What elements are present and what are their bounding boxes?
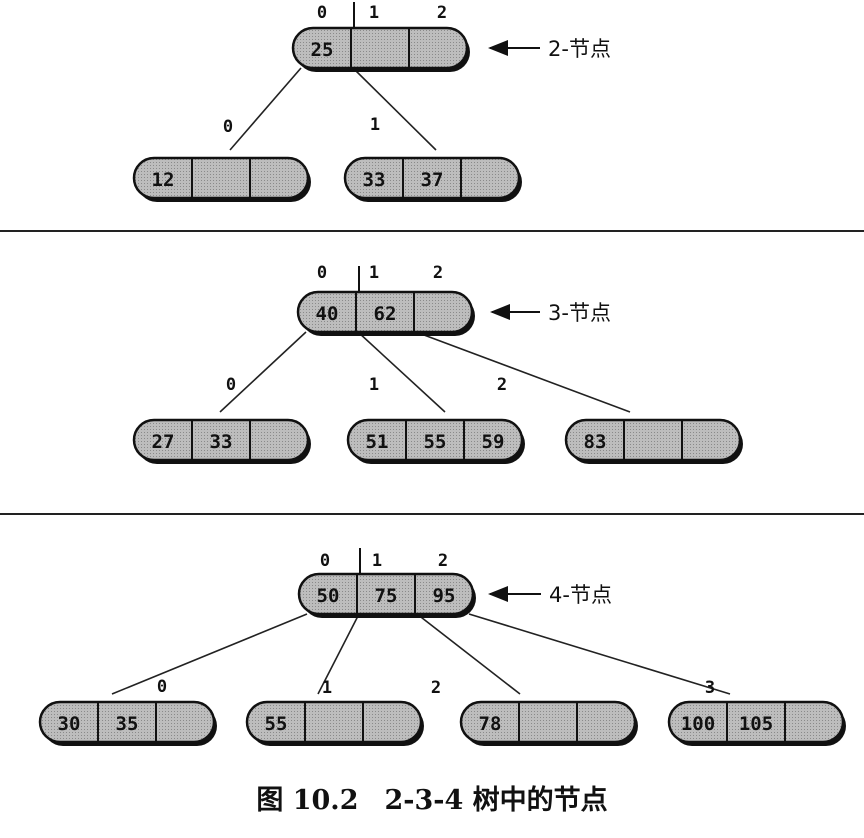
data-item: 59 [482,431,505,453]
data-item: 95 [433,585,456,607]
data-item: 75 [375,585,398,607]
data-item: 62 [374,303,397,325]
node [346,418,524,462]
link-index: 2 [437,3,447,23]
link-index: 2 [433,263,443,283]
child-link [415,331,631,413]
data-item: 12 [152,169,175,191]
node-type-label: 2-节点 [548,37,611,61]
figure-number: 图 10.2 [256,785,359,816]
link-index: 0 [226,375,236,395]
link-index: 3 [705,678,715,698]
link-index: 1 [322,678,332,698]
node-type-label: 3-节点 [548,301,611,325]
child-link [416,613,521,695]
node-type-label: 4-节点 [549,583,612,607]
data-item: 50 [317,585,340,607]
figure-caption: 图 10.2 2-3-4 树中的节点 [0,778,864,817]
data-item: 51 [366,431,389,453]
link-index: 2 [438,551,448,571]
node [459,700,637,744]
child-link [352,67,437,151]
link-index: 0 [223,117,233,137]
link-index: 1 [370,115,380,135]
data-item: 33 [363,169,386,191]
node [291,26,469,70]
node [245,700,423,744]
child-link [357,331,446,413]
node [297,572,475,616]
data-item: 35 [116,713,139,735]
data-item: 37 [421,169,444,191]
child-link [111,613,308,695]
data-item: 27 [152,431,175,453]
node [564,418,742,462]
link-index: 0 [320,551,330,571]
node [667,700,845,744]
link-index: 2 [497,375,507,395]
figure-title: 2-3-4 树中的节点 [384,785,608,816]
child-link [229,67,302,151]
link-index: 1 [369,263,379,283]
data-item: 100 [681,713,715,735]
link-index: 0 [317,3,327,23]
node [296,290,474,334]
link-index: 0 [317,263,327,283]
child-link [317,613,360,695]
data-item: 55 [424,431,447,453]
child-link [468,613,731,695]
data-item: 78 [479,713,502,735]
node [132,156,310,200]
data-item: 105 [739,713,773,735]
link-index: 1 [372,551,382,571]
link-index: 0 [157,677,167,697]
data-item: 30 [58,713,81,735]
data-item: 55 [265,713,288,735]
link-index: 2 [431,678,441,698]
link-index: 1 [369,3,379,23]
data-item: 40 [316,303,339,325]
data-item: 83 [584,431,607,453]
node [38,700,216,744]
link-index: 1 [369,375,379,395]
data-item: 25 [311,39,334,61]
data-item: 33 [210,431,233,453]
child-link [219,331,307,413]
node [343,156,521,200]
node [132,418,310,462]
